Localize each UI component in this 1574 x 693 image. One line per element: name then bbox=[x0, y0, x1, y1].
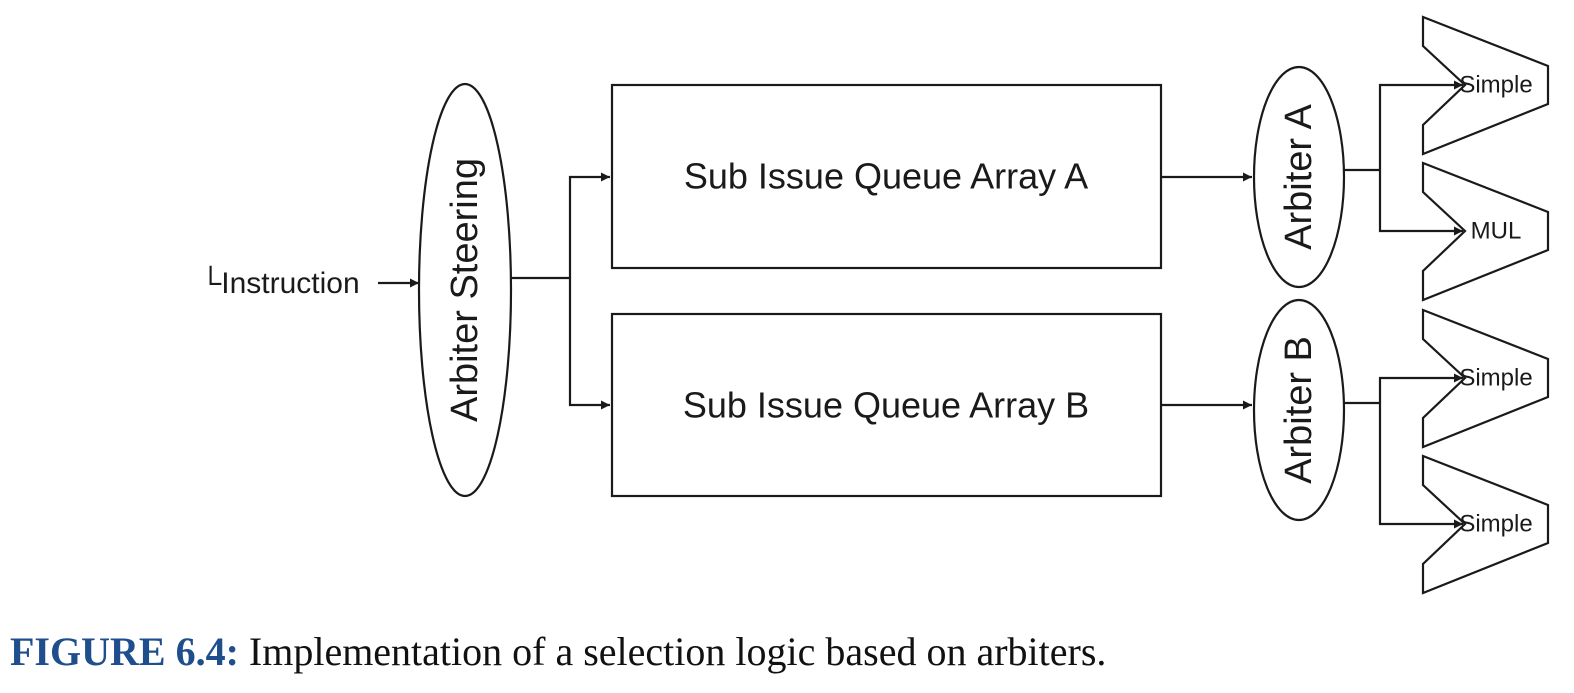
arbiter-a-to-unit-1-arrow bbox=[1378, 80, 1463, 170]
unit-label-2: MUL bbox=[1471, 218, 1522, 245]
arbiter-steering-ellipse bbox=[417, 82, 513, 498]
unit-label-1: Simple bbox=[1459, 72, 1532, 99]
arbiter-a-to-unit-2-arrow bbox=[1378, 170, 1463, 236]
figure-number: FIGURE 6.4: bbox=[10, 629, 239, 674]
unit-label-4: Simple bbox=[1459, 511, 1532, 538]
unit-shape-2 bbox=[1421, 161, 1550, 302]
instruction-label: └Instruction bbox=[200, 265, 360, 300]
arbiter-steering-label: Arbiter Steering bbox=[444, 158, 486, 422]
arbiter-b-label: Arbiter B bbox=[1278, 336, 1320, 484]
sub-issue-queue-a-label: Sub Issue Queue Array A bbox=[684, 156, 1088, 197]
sub-issue-queue-b-box bbox=[610, 312, 1163, 498]
unit-shape-3 bbox=[1421, 308, 1550, 449]
arbiter-selection-diagram: └Instruction Arbiter Steering Sub Issue … bbox=[200, 15, 1550, 595]
arbiter-a-label: Arbiter A bbox=[1278, 103, 1320, 249]
figure-caption-text: Implementation of a selection logic base… bbox=[248, 629, 1107, 674]
unit-label-3: Simple bbox=[1459, 365, 1532, 392]
arbiter-b-to-unit-3-arrow bbox=[1378, 373, 1463, 403]
unit-shape-1 bbox=[1421, 15, 1550, 156]
arbiter-a-ellipse bbox=[1252, 65, 1346, 289]
arbiter-b-to-unit-4-arrow bbox=[1378, 403, 1463, 529]
unit-shape-4 bbox=[1421, 454, 1550, 595]
sub-issue-queue-a-box bbox=[610, 83, 1163, 270]
sub-issue-queue-b-label: Sub Issue Queue Array B bbox=[683, 385, 1089, 426]
connector-to-queue-b bbox=[568, 278, 610, 410]
figure-caption: FIGURE 6.4: Implementation of a selectio… bbox=[10, 630, 1106, 674]
arbiter-b-ellipse bbox=[1252, 298, 1346, 522]
connector-to-queue-a bbox=[568, 172, 610, 278]
